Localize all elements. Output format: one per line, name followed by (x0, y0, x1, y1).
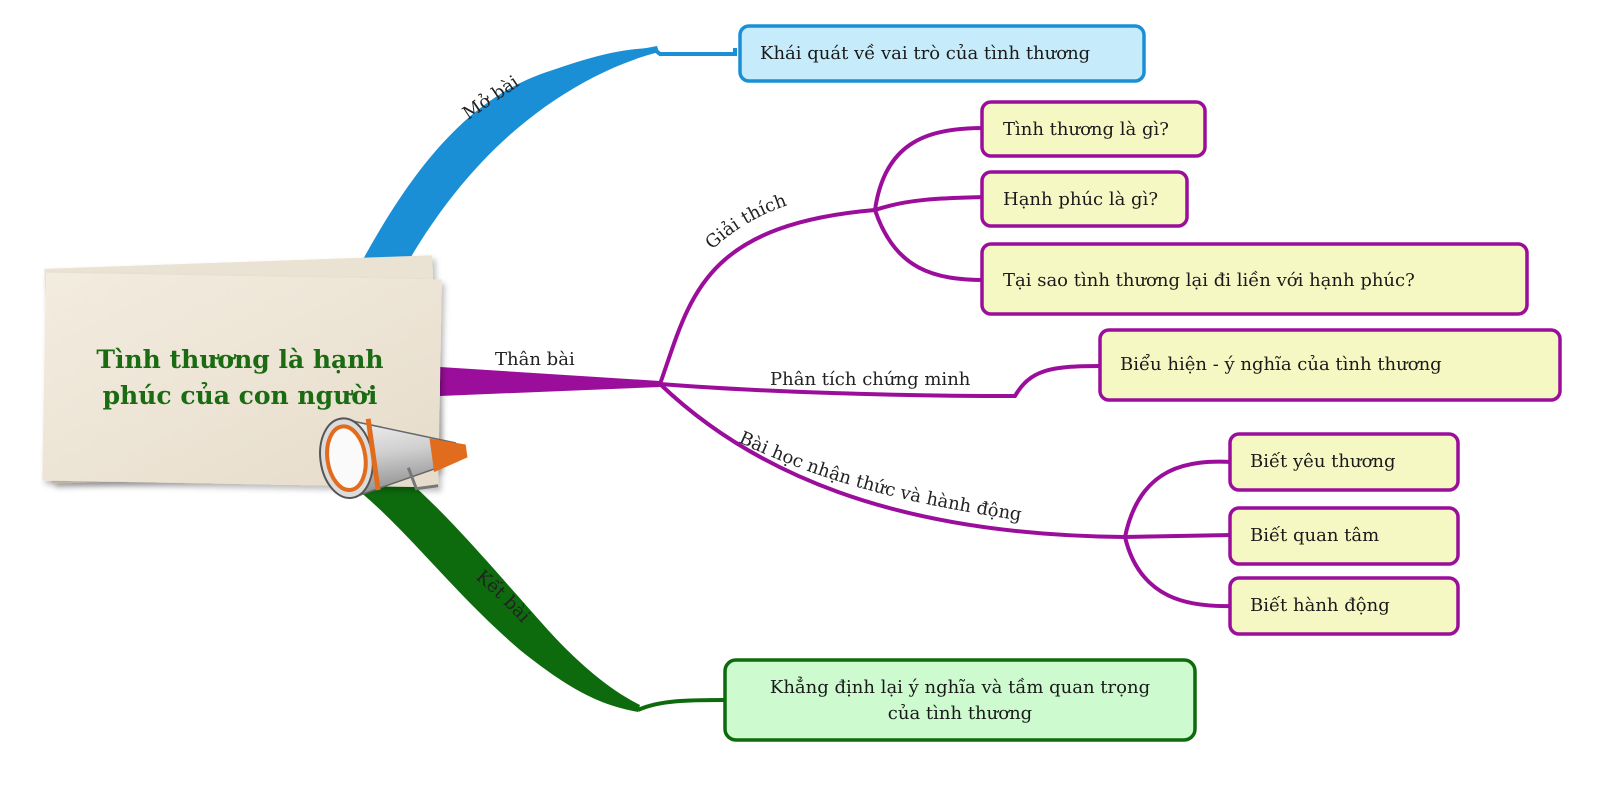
phan-tich-connector (659, 364, 1101, 399)
box-phan-tich[interactable]: Biểu hiện - ý nghĩa của tình thương (1098, 328, 1562, 402)
central-topic[interactable]: Tình thương là hạnh phúc của con người (42, 255, 442, 488)
box-bai-hoc-3[interactable]: Biết hành động (1228, 576, 1460, 636)
box-bai-hoc-2-text: Biết quan tâm (1250, 525, 1379, 546)
box-ket-bai-line-2: của tình thương (888, 703, 1032, 724)
box-mo-bai-text: Khái quát về vai trò của tình thương (760, 43, 1090, 64)
ket-bai-branch-shape (345, 470, 640, 712)
box-phan-tich-text: Biểu hiện - ý nghĩa của tình thương (1120, 353, 1442, 375)
box-ket-bai[interactable]: Khẳng định lại ý nghĩa và tầm quan trọng… (723, 658, 1197, 742)
box-ket-bai-line-1: Khẳng định lại ý nghĩa và tầm quan trọng (770, 675, 1150, 698)
box-giai-thich-2-text: Hạnh phúc là gì? (1003, 189, 1158, 210)
bai-hoc-connector (658, 382, 1126, 539)
label-phan-tich: Phân tích chứng minh (770, 369, 971, 390)
ket-bai-connector (637, 698, 726, 712)
bai-hoc-fork (1123, 459, 1233, 609)
box-giai-thich-1[interactable]: Tình thương là gì? (980, 100, 1207, 158)
box-bai-hoc-1[interactable]: Biết yêu thương (1228, 432, 1460, 492)
box-bai-hoc-3-text: Biết hành động (1250, 595, 1390, 616)
central-title-line-1: Tình thương là hạnh (96, 345, 383, 374)
box-mo-bai[interactable]: Khái quát về vai trò của tình thương (738, 24, 1146, 83)
giai-thich-connector (658, 208, 876, 385)
box-bai-hoc-1-text: Biết yêu thương (1250, 451, 1396, 472)
central-title-line-2: phúc của con người (103, 381, 378, 410)
megaphone-icon (319, 417, 468, 499)
label-than-bai: Thân bài (495, 349, 575, 370)
label-bai-hoc: Bài học nhận thức và hành động (736, 427, 1023, 525)
branch-ket-bai (345, 470, 726, 712)
box-giai-thich-1-text: Tình thương là gì? (1003, 119, 1169, 140)
than-bai-branch-shape (440, 367, 660, 396)
branch-mo-bai (353, 46, 737, 285)
box-giai-thich-3-text: Tại sao tình thương lại đi liền với hạnh… (1003, 270, 1415, 291)
box-bai-hoc-2[interactable]: Biết quan tâm (1228, 506, 1460, 566)
giai-thich-fork (873, 126, 986, 282)
box-giai-thich-3[interactable]: Tại sao tình thương lại đi liền với hạnh… (980, 242, 1529, 316)
box-giai-thich-2[interactable]: Hạnh phúc là gì? (980, 170, 1189, 228)
mo-bai-branch-shape (353, 46, 659, 285)
branch-than-bai (440, 126, 1233, 609)
